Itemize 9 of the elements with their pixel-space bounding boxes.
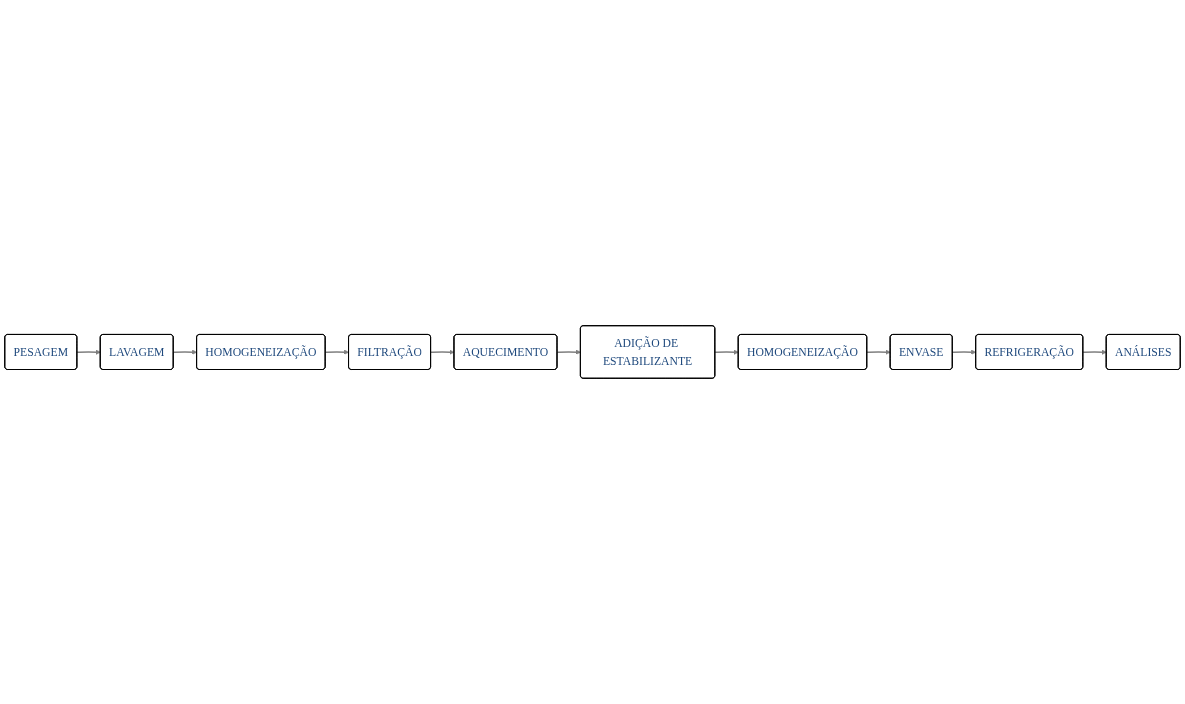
arrow xyxy=(866,349,891,355)
arrow xyxy=(951,349,977,355)
arrow xyxy=(714,349,739,355)
arrow xyxy=(556,349,581,355)
arrow xyxy=(76,349,101,355)
arrow xyxy=(430,349,455,355)
arrow xyxy=(1082,349,1107,355)
arrow xyxy=(172,349,198,355)
arrow xyxy=(324,349,350,355)
